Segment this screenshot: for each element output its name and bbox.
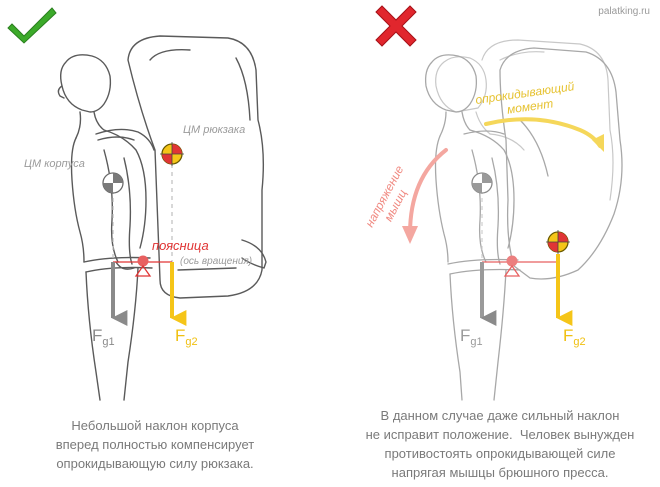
person-right xyxy=(424,54,521,401)
overturning-moment-arrow xyxy=(484,117,604,152)
label-body-cm: ЦМ корпуса xyxy=(24,158,85,170)
label-overturning-moment: опрокидывающий момент xyxy=(474,79,580,121)
backpack-outline xyxy=(127,35,267,299)
label-pivot: поясница xyxy=(152,238,209,253)
pack-cm-symbol-right xyxy=(546,230,570,254)
force-label-body-right: Fg1 xyxy=(460,326,483,348)
body-cm-symbol-right xyxy=(471,172,493,194)
caption-left: Небольшой наклон корпуса вперед полность… xyxy=(55,418,255,471)
label-pack-cm: ЦМ рюкзака xyxy=(183,124,245,136)
pivot-marker-right xyxy=(503,255,521,277)
label-axis: (ось вращения) xyxy=(180,256,252,267)
backpack-outline-right xyxy=(499,47,623,280)
force-label-body-left: Fg1 xyxy=(92,326,115,348)
force-label-pack-left: Fg2 xyxy=(175,326,198,348)
force-label-pack-right: Fg2 xyxy=(563,326,586,348)
ghost-figure xyxy=(435,39,614,201)
person-left xyxy=(57,54,155,401)
caption-right: В данном случае даже сильный наклон не и… xyxy=(365,408,635,480)
cross-icon xyxy=(375,5,417,47)
site-watermark: palatking.ru xyxy=(598,6,650,17)
check-icon xyxy=(7,7,57,44)
body-cm-symbol xyxy=(102,172,124,194)
pivot-marker xyxy=(134,255,152,277)
muscle-tension-arrow xyxy=(402,148,448,244)
pack-cm-symbol xyxy=(160,142,184,166)
